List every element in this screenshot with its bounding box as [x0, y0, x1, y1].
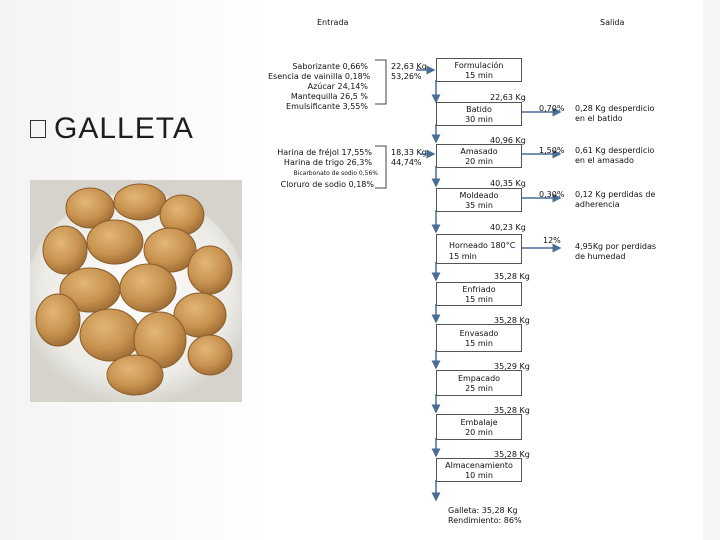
flow-weight: 22,63 Kg — [490, 93, 526, 102]
step-box-enfriado: Enfriado 15 min — [436, 282, 522, 306]
step-time: 25 min — [465, 384, 493, 393]
salida-header: Salida — [600, 18, 625, 27]
input-item: Mantequilla 26,5 % — [290, 92, 368, 101]
step-time: 15 min — [449, 252, 477, 261]
step-box-horneado: Horneado 180°C 15 min — [436, 234, 522, 264]
input-item: Harina de trigo 26,3% — [283, 158, 372, 167]
step-box-envasado: Envasado 15 min — [436, 324, 522, 352]
input-weight: 18,33 Kg — [391, 148, 427, 157]
result-yield: Rendimiento: 86% — [448, 516, 522, 525]
step-name: Batido — [466, 105, 492, 114]
step-name: Enfriado — [462, 285, 496, 294]
step-box-formulacion: Formulación 15 min — [436, 58, 522, 82]
slide-title: GALLETA — [30, 112, 194, 146]
input-item: Cloruro de sodio 0,18% — [280, 180, 374, 189]
input-bracket — [375, 59, 387, 105]
step-time: 15 min — [465, 339, 493, 348]
loss-percent: 0,70% — [539, 104, 565, 113]
flow-weight: 40,23 Kg — [490, 223, 526, 232]
loss-percent: 0,30% — [539, 190, 565, 199]
step-time: 10 min — [465, 471, 493, 480]
flow-weight: 35,29 Kg — [494, 362, 530, 371]
input-item: Harina de fréjol 17,55% — [277, 148, 372, 157]
step-name: Envasado — [459, 329, 499, 338]
step-name: Horneado 180°C — [449, 241, 516, 250]
loss-text: 0,28 Kg desperdicio — [575, 104, 655, 113]
step-name: Almacenamiento — [445, 461, 513, 470]
loss-text: 4,95Kg por perdidas — [575, 242, 657, 251]
input-item: Bicarbonato de sodio 0,56% — [293, 170, 378, 177]
loss-text: en el batido — [575, 114, 623, 123]
entrada-header: Entrada — [317, 18, 349, 27]
loss-arrows — [520, 107, 562, 253]
step-time: 35 min — [465, 201, 493, 210]
step-box-batido: Batido 30 min — [436, 102, 522, 126]
flow-weight: 40,35 Kg — [490, 179, 526, 188]
step-time: 20 min — [465, 428, 493, 437]
step-name: Empacado — [457, 374, 501, 383]
loss-text: 0,61 Kg desperdicio — [575, 146, 655, 155]
step-time: 20 min — [465, 157, 493, 166]
step-box-moldeado: Moldeado 35 min — [436, 188, 522, 212]
step-box-empacado: Empacado 25 min — [436, 370, 522, 396]
flow-weight: 35,28 Kg — [494, 272, 530, 281]
flow-weight: 40,96 Kg — [490, 136, 526, 145]
step-time: 30 min — [465, 115, 493, 124]
cookies-bowl-image — [30, 180, 242, 402]
step-name: Amasado — [460, 147, 498, 156]
step-box-embalaje: Embalaje 20 min — [436, 414, 522, 440]
step-time: 15 min — [465, 71, 493, 80]
step-name: Moldeado — [459, 191, 499, 200]
result-weight: Galleta: 35,28 Kg — [448, 506, 518, 515]
slide-title-text: GALLETA — [54, 112, 194, 145]
flow-weight: 35,28 Kg — [494, 450, 530, 459]
input-item: Saborizante 0,66% — [292, 62, 368, 71]
input-percent: 44,74% — [391, 158, 422, 167]
flow-connectors — [375, 59, 562, 502]
loss-text: adherencia — [575, 200, 620, 209]
cookies-photo — [30, 180, 242, 402]
input-bracket — [375, 145, 387, 189]
input-percent: 53,26% — [391, 72, 422, 81]
step-name: Embalaje — [460, 418, 498, 427]
step-box-almacenamiento: Almacenamiento 10 min — [436, 458, 522, 482]
square-bullet-icon — [30, 120, 46, 138]
input-item: Esencia de vainilla 0,18% — [268, 72, 371, 81]
step-box-amasado: Amasado 20 min — [436, 144, 522, 168]
flow-weight: 35,28 Kg — [494, 406, 530, 415]
loss-text: de humedad — [575, 252, 626, 261]
input-weight: 22,63 Kg — [391, 62, 427, 71]
loss-text: en el amasado — [575, 156, 634, 165]
loss-text: 0,12 Kg perdidas de — [575, 190, 656, 199]
input-item: Emulsificante 3,55% — [286, 102, 368, 111]
step-time: 15 min — [465, 295, 493, 304]
flow-weight: 35,28 Kg — [494, 316, 530, 325]
input-item: Azúcar 24,14% — [307, 82, 368, 91]
loss-percent: 12% — [543, 236, 561, 245]
process-diagram-panel: Entrada Salida Saborizante 0,66% Esencia… — [258, 0, 703, 540]
loss-percent: 1,50% — [539, 146, 565, 155]
step-name: Formulación — [454, 61, 504, 70]
